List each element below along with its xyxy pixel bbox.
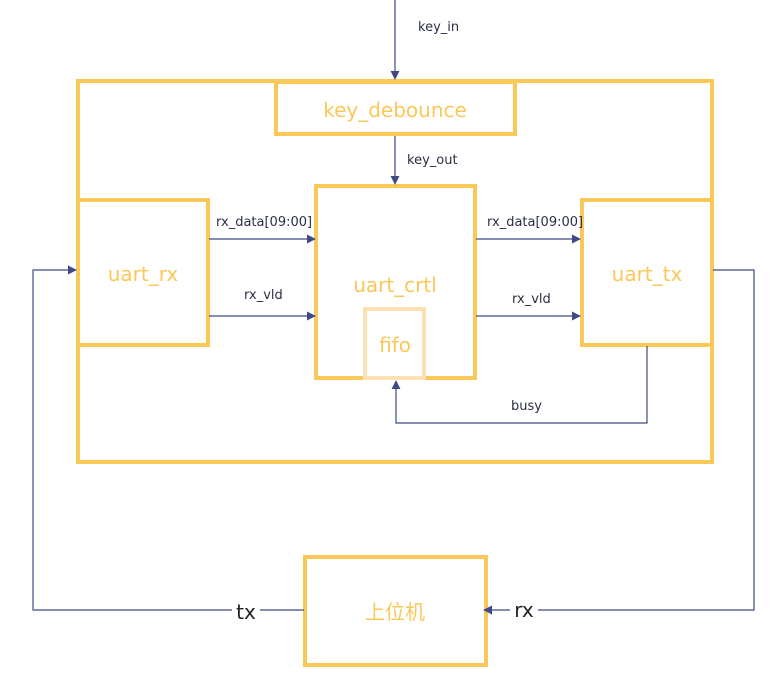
- uart-tx-block: uart_tx: [580, 198, 714, 347]
- rx-data-out-label: rx_data[09:00]: [487, 215, 583, 230]
- rx-label: rx: [514, 598, 534, 622]
- uart-tx-label: uart_tx: [612, 262, 683, 286]
- rx-vld-out-label: rx_vld: [512, 292, 551, 307]
- fifo-label: fifo: [379, 333, 411, 357]
- key-debounce-block: key_debounce: [274, 80, 517, 136]
- uart-crtl-label: uart_crtl: [353, 273, 437, 297]
- key-debounce-label: key_debounce: [323, 98, 467, 122]
- key-out-label: key_out: [407, 153, 458, 168]
- fifo-block: fifo: [363, 307, 426, 380]
- rx-wire: [483, 269, 755, 615]
- busy-wire: [391, 346, 648, 424]
- tx-label: tx: [236, 600, 256, 624]
- uart-rx-label: uart_rx: [108, 262, 179, 286]
- host-pc-label: 上位机: [365, 600, 425, 624]
- uart-rx-block: uart_rx: [76, 198, 210, 347]
- rx-vld-in-label: rx_vld: [244, 288, 283, 303]
- host-pc-block: 上位机: [303, 555, 488, 667]
- key-in-label: key_in: [418, 20, 459, 35]
- rx-data-in-label: rx_data[09:00]: [216, 215, 312, 230]
- tx-wire: [32, 265, 304, 611]
- busy-label: busy: [511, 399, 542, 414]
